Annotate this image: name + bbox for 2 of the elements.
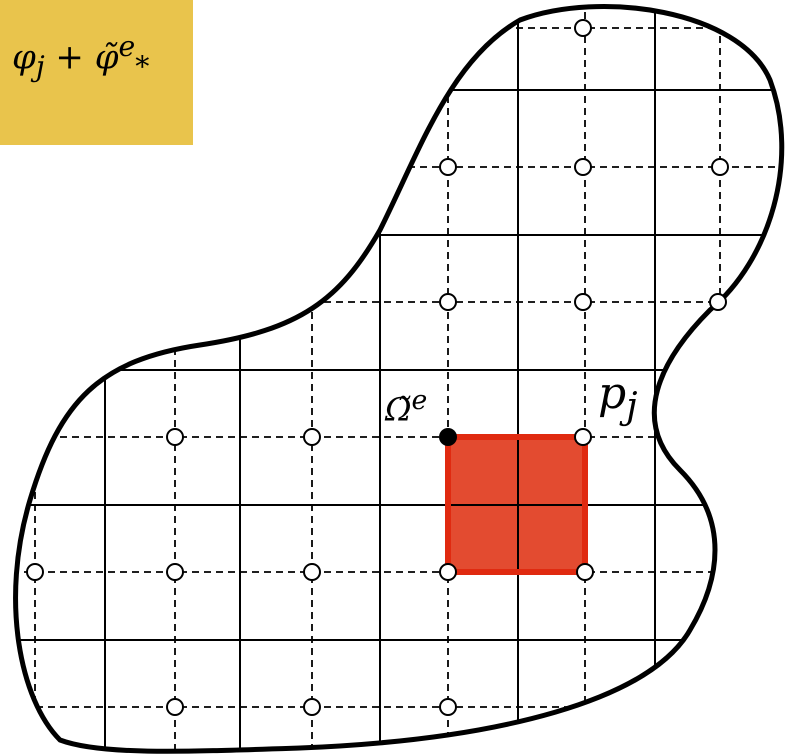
point-label: p$_{j}$: [598, 368, 638, 427]
corner-label: Ω̃$^{e}$: [385, 385, 428, 429]
